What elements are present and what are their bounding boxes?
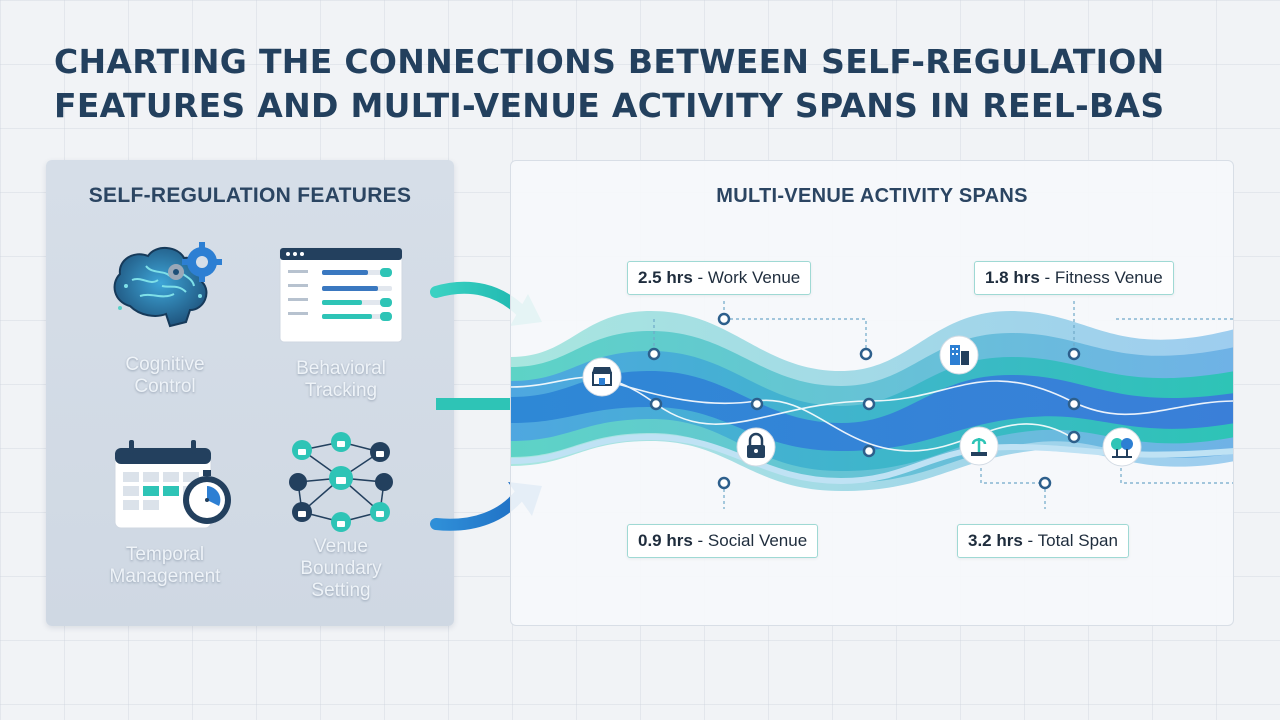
fountain-icon [959,426,999,466]
callout-social-venue-value: 0.9 hrs [638,531,693,550]
page-title: CHARTING THE CONNECTIONS BETWEEN SELF-RE… [54,42,1165,125]
callout-work-venue-label: - Work Venue [697,268,801,287]
feature-label-cognitive-control: Cognitive Control [125,354,205,397]
arrow-middle [436,398,516,410]
dashboard-sliders-icon [279,247,403,343]
callout-total-span: 3.2 hrs - Total Span [957,524,1129,558]
callout-total-span-value: 3.2 hrs [968,531,1023,550]
activity-spans-panel: MULTI-VENUE ACTIVITY SPANS [510,160,1234,626]
feature-label-temporal-management: Temporal Management [109,544,221,587]
feature-venue-boundary-setting: Venue Boundary Setting [256,428,426,602]
activity-spans-heading: MULTI-VENUE ACTIVITY SPANS [716,185,1028,207]
callout-total-span-label: - Total Span [1027,531,1118,550]
feature-label-venue-boundary-setting: Venue Boundary Setting [300,536,382,601]
self-regulation-panel: SELF-REGULATION FEATURES [46,160,454,626]
callout-fitness-venue-value: 1.8 hrs [985,268,1040,287]
callout-work-venue-value: 2.5 hrs [638,268,693,287]
brain-gear-icon [113,242,222,328]
feature-temporal-management: Temporal Management [80,436,250,588]
callout-social-venue: 0.9 hrs - Social Venue [627,524,819,558]
callout-fitness-venue-label: - Fitness Venue [1044,268,1163,287]
storefront-icon [582,357,622,397]
feature-label-behavioral-tracking: Behavioral Tracking [296,358,386,401]
self-regulation-heading: SELF-REGULATION FEATURES [88,184,412,207]
feature-behavioral-tracking: Behavioral Tracking [256,244,426,402]
callout-work-venue: 2.5 hrs - Work Venue [627,261,812,295]
calendar-stopwatch-icon [114,440,231,529]
callout-fitness-venue: 1.8 hrs - Fitness Venue [974,261,1174,295]
building-icon [939,335,979,375]
lock-icon [736,427,776,467]
trees-icon [1102,427,1142,467]
lock-network-icon [289,432,393,532]
callout-social-venue-label: - Social Venue [697,531,808,550]
activity-stream [511,301,1233,509]
feature-cognitive-control: Cognitive Control [80,236,250,398]
